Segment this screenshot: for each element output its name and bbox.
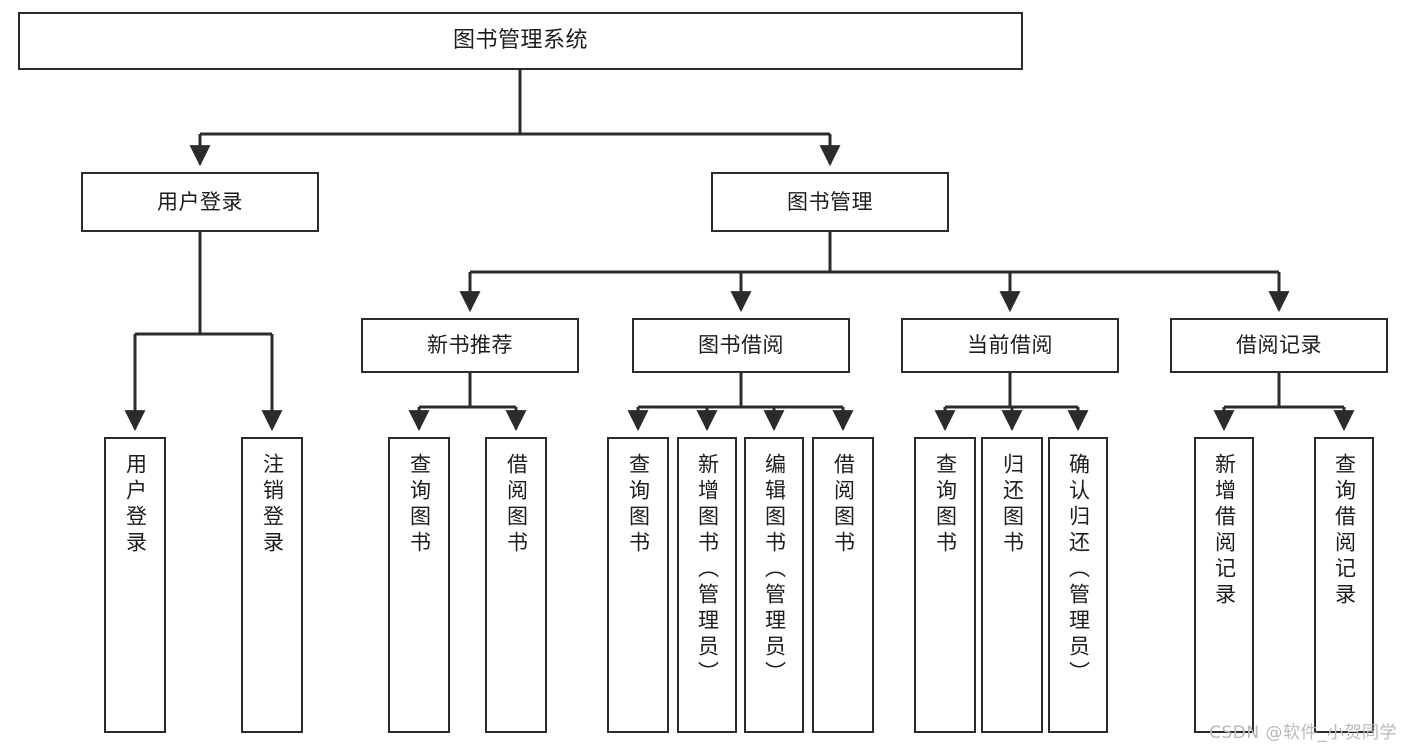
node-leaf-user-logout-label: 注销登录 bbox=[260, 453, 285, 557]
node-leaf-borrow-book-rec-label: 借阅图书 bbox=[504, 453, 529, 557]
node-leaf-add-record[interactable]: 新增借阅记录 bbox=[1194, 437, 1254, 733]
node-leaf-confirm-return-label: 确认归还（管理员） bbox=[1066, 453, 1091, 687]
csdn-watermark: CSDN @软件_小贺同学 bbox=[1209, 723, 1397, 743]
node-current-borrow[interactable]: 当前借阅 bbox=[901, 318, 1119, 373]
node-leaf-query-record[interactable]: 查询借阅记录 bbox=[1314, 437, 1374, 733]
node-leaf-query-book-borrow-label: 查询图书 bbox=[626, 453, 651, 557]
node-leaf-user-logout[interactable]: 注销登录 bbox=[241, 437, 303, 733]
node-leaf-query-record-label: 查询借阅记录 bbox=[1332, 453, 1357, 609]
node-current-borrow-label: 当前借阅 bbox=[967, 333, 1053, 358]
node-leaf-query-book-borrow[interactable]: 查询图书 bbox=[607, 437, 669, 733]
node-borrow-record[interactable]: 借阅记录 bbox=[1170, 318, 1388, 373]
node-leaf-add-book-label: 新增图书（管理员） bbox=[695, 453, 720, 687]
node-root[interactable]: 图书管理系统 bbox=[18, 12, 1023, 70]
node-leaf-return-book[interactable]: 归还图书 bbox=[981, 437, 1043, 733]
node-leaf-confirm-return[interactable]: 确认归还（管理员） bbox=[1048, 437, 1108, 733]
node-user-login-label: 用户登录 bbox=[157, 189, 243, 214]
node-book-manage[interactable]: 图书管理 bbox=[711, 172, 949, 232]
node-leaf-return-book-label: 归还图书 bbox=[1000, 453, 1025, 557]
node-book-borrow-label: 图书借阅 bbox=[698, 333, 784, 358]
node-leaf-add-book[interactable]: 新增图书（管理员） bbox=[677, 437, 737, 733]
node-leaf-query-book-cur-label: 查询图书 bbox=[933, 453, 958, 557]
node-leaf-edit-book[interactable]: 编辑图书（管理员） bbox=[744, 437, 804, 733]
node-new-book-rec[interactable]: 新书推荐 bbox=[361, 318, 579, 373]
node-leaf-query-book-rec-label: 查询图书 bbox=[407, 453, 432, 557]
node-leaf-borrow-book-rec[interactable]: 借阅图书 bbox=[485, 437, 547, 733]
node-leaf-borrow-book[interactable]: 借阅图书 bbox=[812, 437, 874, 733]
node-borrow-record-label: 借阅记录 bbox=[1236, 333, 1322, 358]
node-leaf-user-login-label: 用户登录 bbox=[123, 453, 148, 557]
node-leaf-edit-book-label: 编辑图书（管理员） bbox=[762, 453, 787, 687]
node-leaf-query-book-cur[interactable]: 查询图书 bbox=[914, 437, 976, 733]
node-user-login[interactable]: 用户登录 bbox=[81, 172, 319, 232]
node-leaf-borrow-book-label: 借阅图书 bbox=[831, 453, 856, 557]
node-book-borrow[interactable]: 图书借阅 bbox=[632, 318, 850, 373]
node-leaf-query-book-rec[interactable]: 查询图书 bbox=[388, 437, 450, 733]
node-leaf-user-login[interactable]: 用户登录 bbox=[104, 437, 166, 733]
node-new-book-rec-label: 新书推荐 bbox=[427, 333, 513, 358]
node-root-label: 图书管理系统 bbox=[452, 28, 588, 54]
node-book-manage-label: 图书管理 bbox=[787, 189, 873, 214]
node-leaf-add-record-label: 新增借阅记录 bbox=[1212, 453, 1237, 609]
